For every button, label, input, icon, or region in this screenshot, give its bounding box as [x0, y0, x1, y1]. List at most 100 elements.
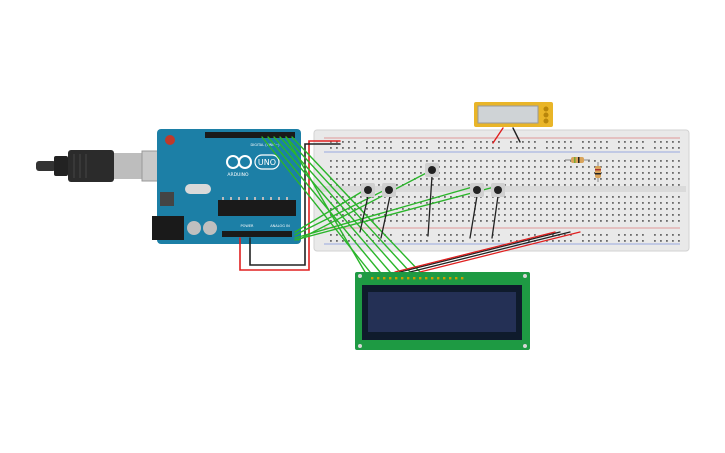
breadboard-hole [672, 208, 674, 210]
breadboard-hole [540, 196, 542, 198]
breadboard-hole [336, 166, 338, 168]
breadboard-hole [390, 202, 392, 204]
digital-header[interactable] [205, 132, 295, 138]
breadboard-hole [366, 214, 368, 216]
breadboard-hole [630, 147, 632, 149]
arduino-uno-board[interactable]: UNO ARDUINO DIGITAL (PWM~) POWER ANALOG … [152, 129, 301, 244]
breadboard-hole [630, 172, 632, 174]
breadboard-hole [588, 214, 590, 216]
breadboard-hole [456, 141, 458, 143]
breadboard-hole [390, 141, 392, 143]
breadboard-hole [330, 208, 332, 210]
breadboard-hole [618, 202, 620, 204]
breadboard-hole [636, 166, 638, 168]
breadboard-hole [540, 202, 542, 204]
breadboard-hole [426, 214, 428, 216]
breadboard-hole [468, 208, 470, 210]
breadboard-hole [456, 178, 458, 180]
breadboard-hole [462, 184, 464, 186]
breadboard-hole [528, 141, 530, 143]
breadboard-hole [546, 172, 548, 174]
pushbutton-icon[interactable] [382, 183, 396, 197]
resistor-icon[interactable] [565, 157, 590, 163]
breadboard-hole [672, 166, 674, 168]
power-analog-header[interactable] [222, 231, 292, 237]
pushbutton-icon[interactable] [425, 163, 439, 177]
potentiometer-icon[interactable] [474, 102, 553, 127]
breadboard-hole [366, 208, 368, 210]
breadboard-hole [438, 202, 440, 204]
breadboard-hole [672, 178, 674, 180]
pushbutton-icon[interactable] [470, 183, 484, 197]
breadboard-hole [408, 208, 410, 210]
breadboard-hole [660, 214, 662, 216]
reset-button[interactable] [165, 135, 175, 145]
breadboard-hole [450, 202, 452, 204]
breadboard-hole [498, 220, 500, 222]
breadboard-hole [654, 202, 656, 204]
breadboard-hole [342, 184, 344, 186]
breadboard-hole [402, 147, 404, 149]
breadboard-hole [498, 141, 500, 143]
breadboard-hole [528, 166, 530, 168]
breadboard-hole [642, 147, 644, 149]
breadboard-hole [378, 147, 380, 149]
breadboard-hole [438, 220, 440, 222]
breadboard-hole [402, 178, 404, 180]
breadboard-hole [414, 160, 416, 162]
breadboard-hole [456, 208, 458, 210]
breadboard-hole [582, 147, 584, 149]
lcd-screen [368, 292, 516, 332]
breadboard-hole [600, 178, 602, 180]
breadboard-hole [372, 220, 374, 222]
breadboard-hole [438, 208, 440, 210]
pushbutton-icon[interactable] [361, 183, 375, 197]
breadboard-hole [420, 234, 422, 236]
breadboard-hole [618, 184, 620, 186]
breadboard-hole [678, 202, 680, 204]
breadboard-hole [606, 234, 608, 236]
breadboard-hole [360, 178, 362, 180]
breadboard-hole [342, 208, 344, 210]
pushbutton-icon[interactable] [491, 183, 505, 197]
breadboard-hole [486, 160, 488, 162]
breadboard-hole [522, 234, 524, 236]
breadboard-hole [558, 166, 560, 168]
breadboard-hole [378, 220, 380, 222]
breadboard-hole [408, 234, 410, 236]
breadboard-hole [420, 220, 422, 222]
breadboard-hole [336, 147, 338, 149]
breadboard-hole [384, 240, 386, 242]
breadboard-hole [552, 196, 554, 198]
breadboard-hole [576, 172, 578, 174]
lcd-display[interactable] [355, 272, 530, 350]
breadboard-hole [558, 214, 560, 216]
breadboard-hole [348, 220, 350, 222]
breadboard-hole [396, 184, 398, 186]
breadboard-hole [570, 208, 572, 210]
dc-power-jack[interactable] [152, 216, 184, 240]
breadboard-hole [600, 220, 602, 222]
breadboard-hole [504, 178, 506, 180]
breadboard-hole [504, 160, 506, 162]
breadboard-hole [588, 166, 590, 168]
breadboard-hole [540, 172, 542, 174]
breadboard-hole [594, 141, 596, 143]
breadboard-hole [426, 220, 428, 222]
breadboard-hole [624, 202, 626, 204]
pushbuttons[interactable] [361, 163, 505, 197]
breadboard-hole [390, 220, 392, 222]
breadboard-hole [606, 202, 608, 204]
breadboard-hole [450, 220, 452, 222]
breadboard-hole [450, 141, 452, 143]
breadboard-hole [522, 202, 524, 204]
breadboard-hole [630, 184, 632, 186]
usb-cable[interactable] [36, 150, 175, 182]
resistor-icon[interactable] [595, 162, 601, 182]
breadboard-hole [672, 240, 674, 242]
wires[interactable] [239, 127, 581, 273]
breadboard-hole [486, 147, 488, 149]
breadboard-hole [468, 196, 470, 198]
breadboard-hole [612, 220, 614, 222]
